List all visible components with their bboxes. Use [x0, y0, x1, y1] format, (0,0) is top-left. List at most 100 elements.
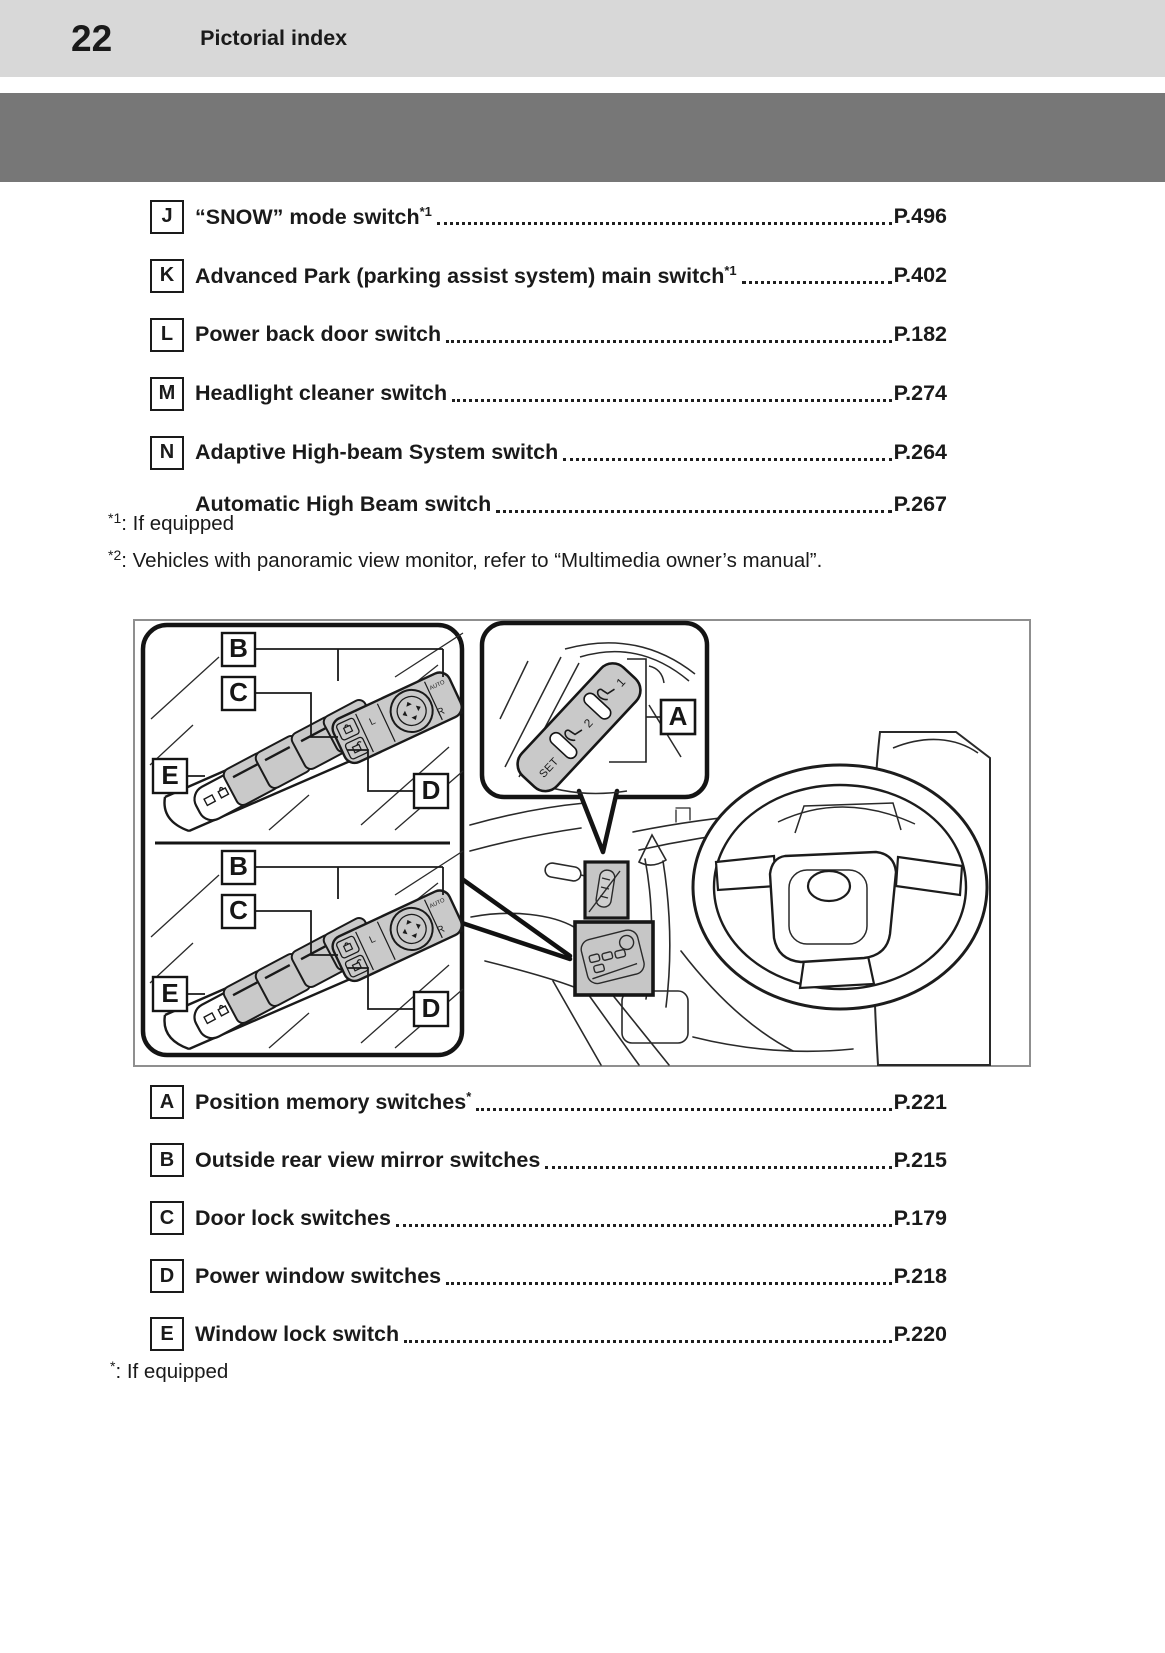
seat-icon: [564, 729, 583, 742]
page-reference: P.182: [893, 322, 947, 346]
item-label: Advanced Park (parking assist system) ma…: [195, 263, 725, 288]
door-panel-pointer: [459, 876, 573, 962]
dotted-leader: [446, 1281, 892, 1285]
item-label: Window lock switch: [195, 1321, 400, 1346]
door-panel-illustration: L R AUTO B: [149, 631, 464, 833]
steering-emblem: [806, 869, 852, 903]
item-label: Power window switches: [195, 1263, 442, 1288]
label-box-b: B: [229, 633, 248, 663]
item-letter: C: [159, 1206, 175, 1229]
mirror-right-label: R: [435, 706, 446, 719]
leader-lines: [187, 648, 444, 792]
index-row-n2: Automatic High Beam switch P.267: [150, 482, 947, 526]
index-row-m: M Headlight cleaner switch P.274: [150, 364, 947, 423]
mirror-control-cluster: L R AUTO: [331, 671, 463, 765]
item-letter: D: [159, 1264, 175, 1287]
index-row-l: L Power back door switch P.182: [150, 305, 947, 364]
diagram-label-boxes: B C D E: [151, 631, 450, 810]
dotted-leader: [741, 281, 892, 284]
page-reference: P.215: [893, 1147, 947, 1172]
interior-diagram-svg: L R AUTO B: [133, 619, 1031, 1067]
dotted-leader: [404, 1339, 892, 1343]
callout-tail: [576, 788, 620, 855]
dotted-leader: [446, 340, 892, 343]
dotted-leader: [545, 1165, 892, 1169]
index-row-a: A Position memory switches* P.221: [150, 1073, 947, 1131]
item-label: Headlight cleaner switch: [195, 381, 448, 405]
index-list-top: J “SNOW” mode switch*1 P.496 K Advanced …: [150, 187, 947, 526]
page-reference: P.221: [893, 1089, 947, 1114]
item-letter-box: M: [150, 376, 184, 411]
footnote-1: *1: If equipped: [108, 510, 822, 536]
footnote-2: *2: Vehicles with panoramic view monitor…: [108, 547, 822, 573]
steering-wheel: [691, 763, 989, 1011]
door-lock-icon: [342, 724, 354, 735]
item-letter: M: [158, 382, 176, 404]
dotted-leader: [476, 1107, 892, 1111]
page-reference: P.220: [893, 1321, 947, 1346]
seat-memory-switch-location-box: [583, 860, 630, 920]
footnote-text: : If equipped: [115, 1360, 229, 1383]
item-letter-box: K: [150, 258, 184, 293]
page-reference: P.402: [893, 263, 947, 287]
item-letter-box: A: [150, 1085, 184, 1119]
item-letter-box: B: [150, 1143, 184, 1177]
dotted-leader: [395, 1223, 892, 1227]
footnote-marker: *1: [419, 203, 432, 219]
item-letter: E: [160, 1322, 174, 1345]
index-list-bottom: A Position memory switches* P.221 B Outs…: [150, 1073, 947, 1363]
item-label: Door lock switches: [195, 1205, 391, 1230]
footnote-text: : Vehicles with panoramic view monitor, …: [121, 549, 823, 572]
item-label: Outside rear view mirror switches: [195, 1147, 541, 1172]
label-box-e: E: [161, 760, 178, 790]
item-letter-box: L: [150, 317, 184, 352]
index-row-d: D Power window switches P.218: [150, 1247, 947, 1305]
door-switch-panels: L R AUTO B: [140, 622, 467, 1058]
page-reference: P.264: [893, 440, 947, 464]
pictorial-diagram: L R AUTO B: [133, 619, 1031, 1067]
item-letter: J: [161, 205, 173, 227]
item-letter-box: J: [150, 199, 184, 234]
item-letter: N: [159, 441, 175, 463]
label-box-a: A: [669, 701, 688, 731]
item-label: Power back door switch: [195, 322, 442, 346]
dotted-leader: [496, 509, 892, 513]
window-switch-location-box: [573, 920, 655, 997]
item-letter-box: C: [150, 1201, 184, 1235]
a-bracket: [609, 658, 647, 763]
seat-icon: [596, 688, 615, 701]
footnotes-top: *1: If equipped *2: Vehicles with panora…: [108, 510, 822, 584]
footnote-marker: *1: [724, 262, 737, 278]
section-banner: [0, 93, 1165, 182]
page-reference: P.274: [893, 381, 947, 405]
footnote-marker: *2: [108, 547, 122, 563]
item-letter-box: N: [150, 435, 184, 470]
item-label: “SNOW” mode switch: [195, 204, 420, 229]
footnote-text: : If equipped: [121, 512, 235, 535]
page-reference: P.267: [893, 491, 947, 516]
footnote-star: *: If equipped: [110, 1358, 228, 1384]
page-header: 22 Pictorial index: [0, 0, 1165, 77]
page-number: 22: [71, 17, 113, 59]
dotted-leader: [436, 222, 892, 225]
item-letter-box: E: [150, 1317, 184, 1351]
item-letter: L: [160, 323, 174, 345]
footnote-marker: *1: [108, 510, 122, 526]
seat-memory-switch: 1 2 SET: [516, 662, 642, 793]
item-label: Adaptive High-beam System switch: [195, 440, 559, 464]
label-box-d: D: [422, 775, 441, 805]
label-box-c: C: [229, 677, 248, 707]
footnote-marker: *: [466, 1089, 472, 1104]
footnote-marker: *: [110, 1358, 116, 1374]
index-row-b: B Outside rear view mirror switches P.21…: [150, 1131, 947, 1189]
item-label: Position memory switches: [195, 1090, 467, 1114]
footnotes-bottom: *: If equipped: [110, 1358, 228, 1395]
index-row-j: J “SNOW” mode switch*1 P.496: [150, 187, 947, 246]
item-letter-box: D: [150, 1259, 184, 1293]
item-label: Automatic High Beam switch: [195, 491, 492, 516]
page-title: Pictorial index: [200, 26, 348, 50]
page-reference: P.496: [893, 204, 947, 228]
dotted-leader: [452, 399, 892, 402]
dotted-leader: [563, 458, 892, 461]
